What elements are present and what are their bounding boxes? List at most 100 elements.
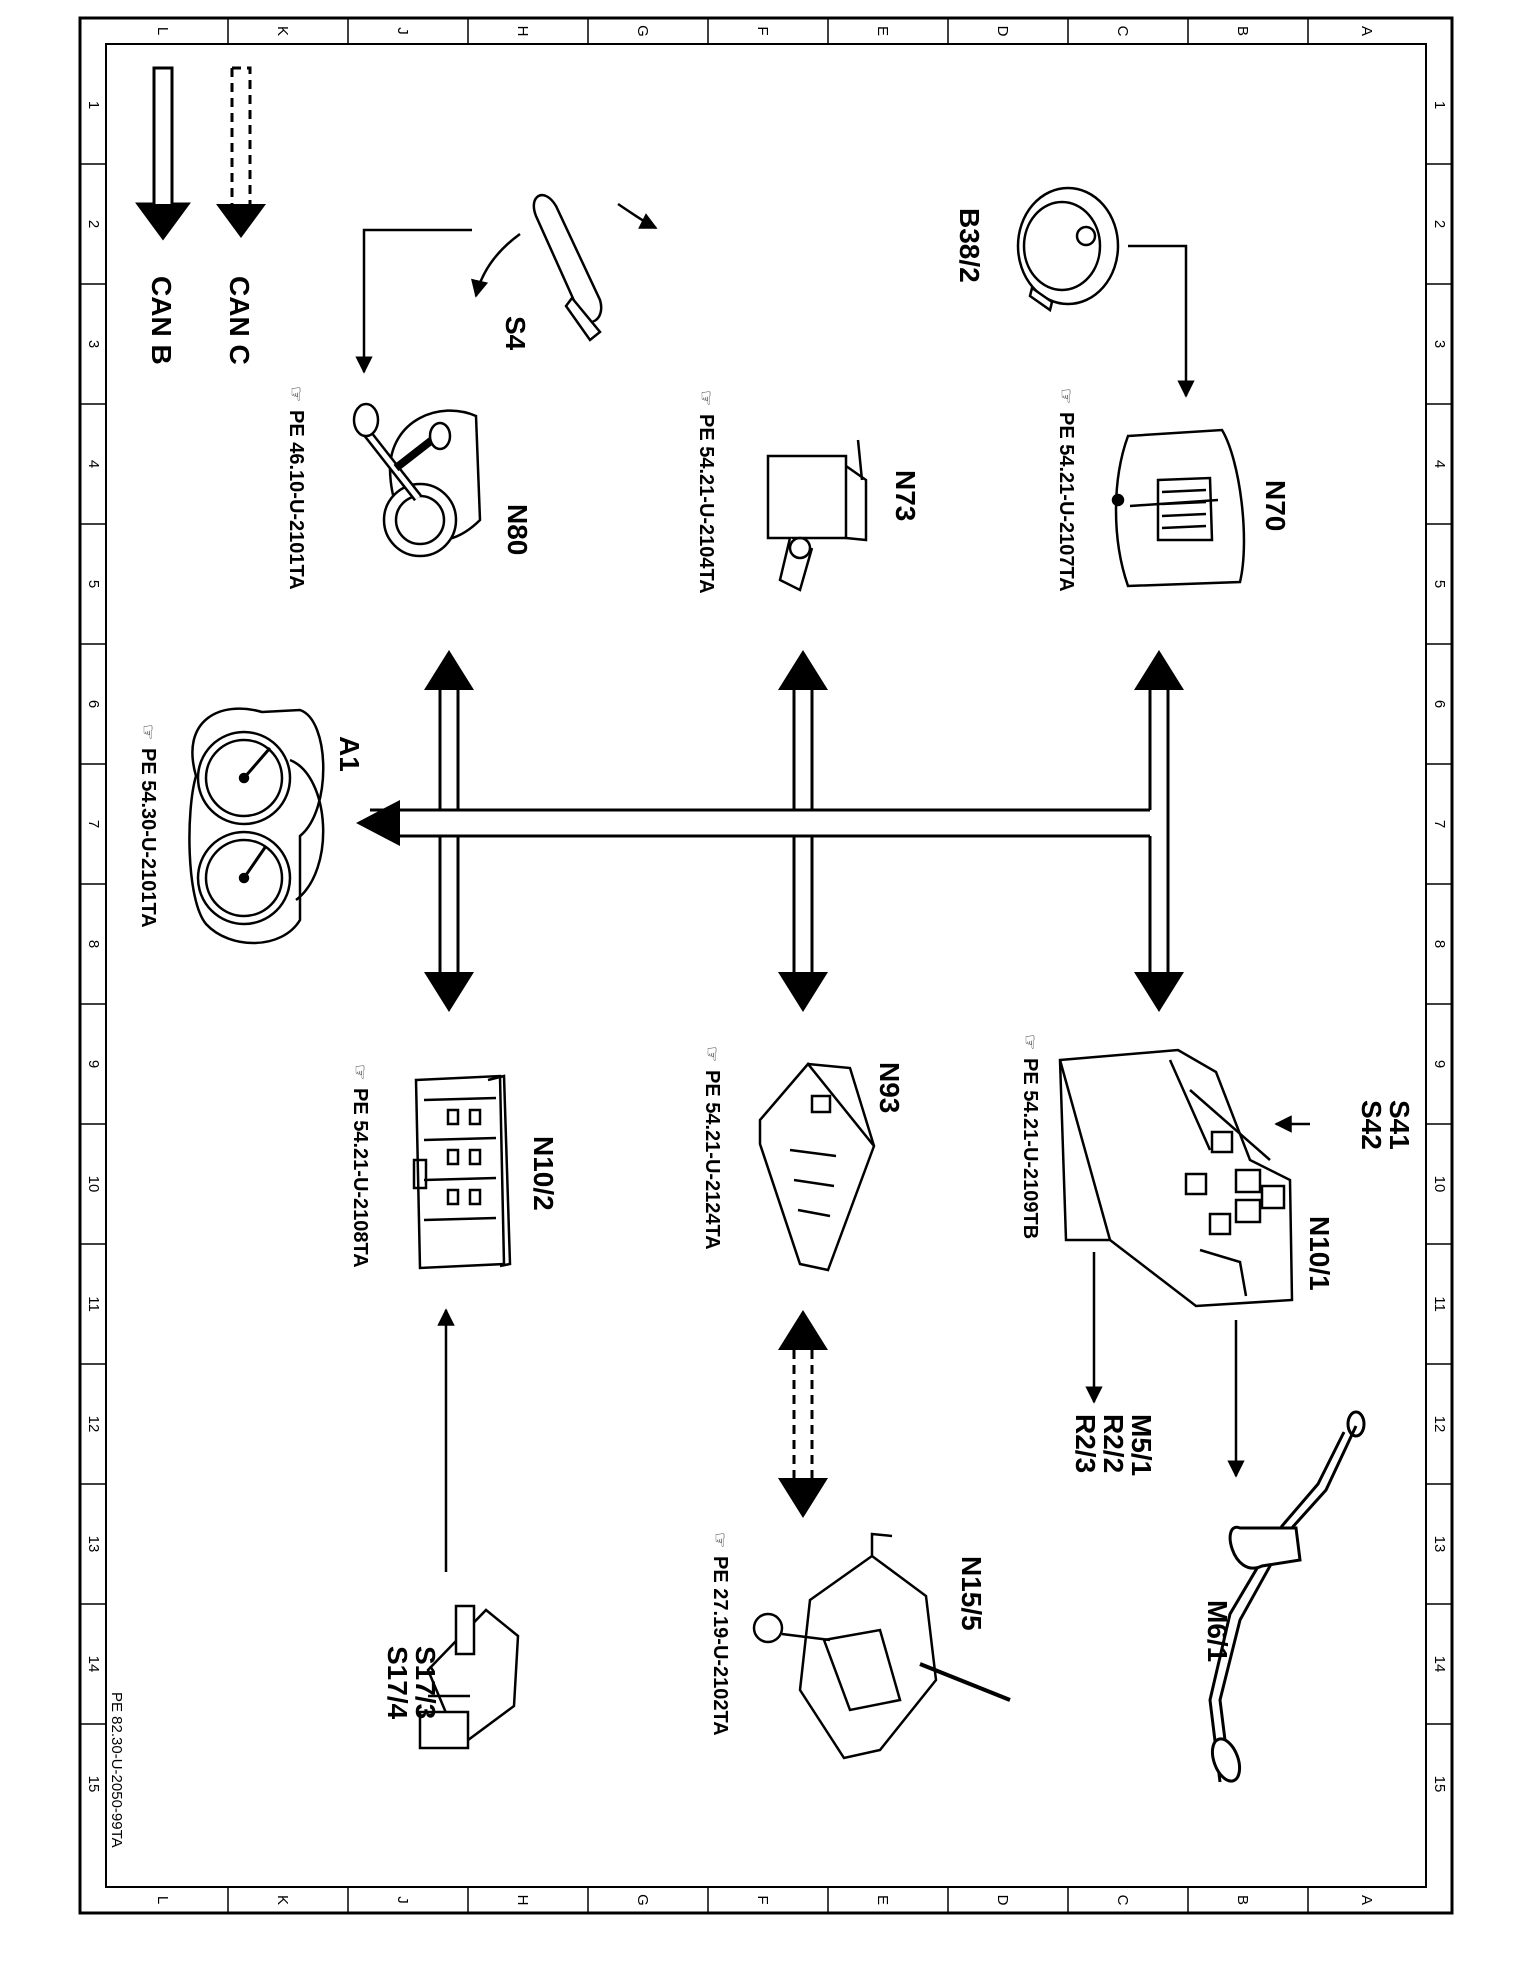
- m5-1-label: M5/1: [1126, 1414, 1157, 1476]
- hand-pointer-icon: ☞: [710, 1532, 730, 1548]
- ruler-row: 9: [1431, 1060, 1448, 1068]
- b38-2-sensor-icon: [1016, 186, 1120, 313]
- ruler-row: 3: [1431, 340, 1448, 348]
- ruler-rows-right: 1 2 3 4 5 6 7 8 9 10 11 12 13 14 15: [1431, 101, 1448, 1793]
- hand-pointer-icon: ☞: [138, 724, 158, 740]
- n80-label: N80: [502, 504, 533, 555]
- ruler-row: 6: [85, 700, 102, 708]
- n10-1-sam-icon: [1058, 1048, 1294, 1308]
- n80-reference: PE 46.10-U-2101TA: [285, 410, 307, 590]
- n10-2-reference: PE 54.21-U-2108TA: [349, 1088, 371, 1268]
- n73-switch-icon: [766, 439, 868, 592]
- hand-pointer-icon: ☞: [286, 386, 306, 402]
- s17-3-label: S17/3: [410, 1646, 441, 1719]
- can-c-arrow-icon: [216, 66, 266, 238]
- n70-panel-icon: [1111, 428, 1246, 588]
- ruler-row: 12: [85, 1416, 102, 1433]
- n10-1-reference: PE 54.21-U-2109TB: [1019, 1058, 1041, 1239]
- legend: CAN B CAN C: [135, 66, 266, 365]
- pointer-icons: ☞ ☞ ☞ ☞ ☞ ☞ ☞ ☞: [138, 386, 1076, 1548]
- ruler-col: B: [1234, 26, 1251, 36]
- ruler-col: D: [994, 1895, 1011, 1906]
- s17-door-switch-icon: [418, 1604, 520, 1750]
- can-b-arrow-icon: [135, 66, 191, 241]
- m6-1-wiper-linkage-icon: [1208, 1410, 1366, 1783]
- r2-2-label: R2/2: [1098, 1414, 1129, 1473]
- ruler-row: 8: [1431, 940, 1448, 948]
- n80-module-icon: [352, 402, 482, 558]
- ruler-row: 2: [1431, 220, 1448, 228]
- s41-label: S41: [1384, 1100, 1415, 1150]
- can-b-bus: [370, 690, 1170, 972]
- ruler-row: 5: [1431, 580, 1448, 588]
- drawing-frame: [78, 16, 1454, 1915]
- bus-arrowheads: [356, 650, 1184, 1012]
- n93-module-icon: [758, 1062, 876, 1272]
- a1-instrument-cluster-icon: [188, 707, 325, 945]
- hand-pointer-icon: ☞: [1056, 388, 1076, 404]
- n93-label: N93: [874, 1062, 905, 1113]
- ruler-col: B: [1234, 1895, 1251, 1905]
- hand-pointer-icon: ☞: [350, 1064, 370, 1080]
- ruler-columns-bottom: L K J H G F E D C B A: [154, 1894, 1375, 1906]
- n73-reference: PE 54.21-U-2104TA: [695, 414, 717, 594]
- ruler-row: 7: [1431, 820, 1448, 828]
- a1-arrowhead: [356, 800, 400, 846]
- n93-reference: PE 54.21-U-2124TA: [701, 1070, 723, 1250]
- s17-4-label: S17/4: [382, 1646, 413, 1720]
- ruler-row: 7: [85, 820, 102, 828]
- ruler-row: 1: [1431, 101, 1448, 109]
- n15-5-label: N15/5: [956, 1556, 987, 1631]
- ruler-col: A: [1358, 26, 1375, 36]
- ruler-row: 13: [85, 1536, 102, 1553]
- ruler-col: A: [1358, 1895, 1375, 1905]
- ruler-col: K: [274, 26, 291, 36]
- s4-label: S4: [500, 316, 531, 351]
- ruler-col: E: [874, 26, 891, 36]
- ruler-col: J: [394, 1896, 411, 1904]
- ruler-col: G: [634, 25, 651, 37]
- n15-5-reference: PE 27.19-U-2102TA: [709, 1556, 731, 1736]
- ruler-row: 15: [1431, 1776, 1448, 1793]
- hand-pointer-icon: ☞: [696, 390, 716, 406]
- ruler-col: H: [514, 26, 531, 37]
- a1-reference: PE 54.30-U-2101TA: [137, 748, 159, 928]
- ruler-col: C: [1114, 1895, 1131, 1906]
- can-b-label: CAN B: [146, 276, 177, 365]
- ruler-col: C: [1114, 26, 1131, 37]
- n73-label: N73: [890, 470, 921, 521]
- n10-2-relay-box-icon: [412, 1074, 512, 1270]
- ruler-col: H: [514, 1895, 531, 1906]
- can-c-link: [778, 1310, 828, 1518]
- signal-arrows: [355, 202, 1310, 1572]
- ruler-row: 11: [1431, 1296, 1448, 1312]
- ruler-columns-top: L K J H G F E D C B A: [154, 25, 1375, 37]
- ruler-row: 9: [85, 1060, 102, 1068]
- ruler-row: 8: [85, 940, 102, 948]
- ruler-col: F: [754, 26, 771, 35]
- ruler-row: 4: [85, 460, 102, 468]
- ruler-row: 15: [85, 1776, 102, 1793]
- ruler-col: G: [634, 1894, 651, 1906]
- ruler-col: L: [154, 1896, 171, 1904]
- ruler-row: 3: [85, 340, 102, 348]
- ruler-col: J: [394, 27, 411, 35]
- ruler-row: 5: [85, 580, 102, 588]
- hand-pointer-icon: ☞: [702, 1046, 722, 1062]
- ruler-rows-left: 1 2 3 4 5 6 7 8 9 10 11 12 13 14 15: [85, 101, 102, 1793]
- ruler-row: 11: [85, 1296, 102, 1312]
- ruler-row: 14: [1431, 1656, 1448, 1673]
- ruler-col: K: [274, 1895, 291, 1905]
- ruler-row: 1: [85, 101, 102, 109]
- can-c-label: CAN C: [224, 276, 255, 365]
- ruler-row: 6: [1431, 700, 1448, 708]
- b38-2-label: B38/2: [954, 208, 985, 283]
- r2-3-label: R2/3: [1070, 1414, 1101, 1473]
- drawing-number: PE 82.30-U-2050-99TA: [108, 1692, 125, 1848]
- ruler-col: D: [994, 26, 1011, 37]
- hand-pointer-icon: ☞: [1020, 1034, 1040, 1050]
- n15-5-shift-module-icon: [752, 1532, 1011, 1760]
- ruler-row: 10: [85, 1176, 102, 1193]
- s4-stalk-icon: [532, 193, 603, 342]
